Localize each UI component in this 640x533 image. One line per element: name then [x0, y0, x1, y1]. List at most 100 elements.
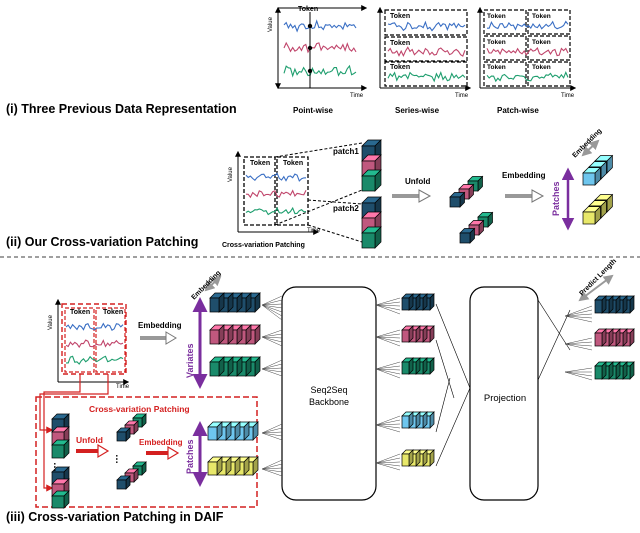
fan-out-final-2-1 [564, 341, 593, 345]
fan-in-4-0 [261, 423, 283, 434]
embedding-dim-arrow-ii [581, 139, 600, 157]
variate-bar-1-cell-0 [209, 292, 225, 313]
pointwise-series-blue [283, 19, 357, 33]
pred-bar-3-cell-0-front [594, 365, 603, 380]
cvp-patch-box-1 [243, 156, 276, 226]
serieswise-token-box-1 [384, 36, 468, 62]
fan-out-1-0 [375, 297, 401, 306]
embedding-label-iii: Embedding [138, 321, 182, 330]
iii-patch-stack-2-cell-2-front [51, 495, 65, 509]
fan-in-2-2 [261, 336, 283, 339]
value-label-iii: Value [48, 314, 54, 330]
time-label-patch: Time [561, 93, 575, 99]
red-connector-1 [43, 374, 81, 492]
embedding-dim-arrow-iii [204, 275, 222, 292]
fan-out-final-1-0 [564, 305, 593, 317]
fan-out-1-4 [375, 304, 401, 315]
unfold-token-iii-2-cell-0-front [116, 479, 127, 490]
variate-bar-3-cell-0-front [209, 361, 220, 377]
serieswise-series-blue [387, 20, 466, 32]
seq2seq-label-1: Seq2Seq [310, 385, 347, 395]
fan-out-3-1 [375, 365, 401, 370]
fan-out-5-2 [375, 461, 401, 464]
seq2seq-label-2: Backbone [309, 397, 349, 407]
embedding-arrow-iii-red-head [167, 445, 180, 461]
embedding-arrow-ii-head [531, 189, 545, 203]
mid-bar-2-cell-0 [401, 325, 414, 343]
embedding-label-ii: Embedding [502, 171, 546, 180]
time-label-pointwise: Time [350, 93, 364, 99]
patch2-stack-cell-2 [361, 226, 382, 249]
iii-patch-stack-2-cell-2 [51, 490, 70, 509]
fan-out-final-2-3 [564, 343, 593, 351]
patchwise-series-red [486, 46, 569, 57]
caption-part2: (ii) Our Cross-variation Patching [6, 235, 198, 249]
fan-out-2-0 [375, 329, 401, 338]
unfold-arrow-iii-head [97, 443, 110, 459]
fan-in-1-3 [261, 304, 283, 309]
patchwise-token-box-2 [483, 35, 527, 61]
fan-out-final-2-2 [564, 343, 593, 347]
patchwise-token-box-1 [527, 9, 571, 35]
unfold-token-ii-2-cell-0 [459, 227, 476, 244]
embedded-token-ii-1-cell-0 [582, 166, 602, 186]
variate-bar-2-cell-0-front [209, 329, 220, 345]
pred-bar-2-cell-0 [594, 328, 607, 347]
patch2-leader-bottom [307, 224, 363, 243]
fan-out-5-0 [375, 453, 401, 464]
projection-label: Projection [484, 393, 526, 404]
fan-out-4-4 [375, 424, 401, 433]
embedding-arrow-iii-head [165, 331, 177, 345]
fan-out-5-1 [375, 457, 401, 464]
patches-label-ii: Patches [551, 181, 561, 216]
token-label-iii-2: Token [103, 309, 123, 316]
iii-series-red [65, 339, 124, 349]
fan-in-5-1 [261, 463, 283, 470]
pointwise-token-dot-1 [307, 45, 313, 51]
patchwise-series-blue [487, 20, 569, 31]
cross-line-3 [435, 339, 455, 399]
patchwise-token-box-3 [527, 35, 571, 61]
iii-series-green [66, 355, 124, 365]
fan-out-3-3 [375, 368, 401, 375]
patch-bar-lightblue-cell-0-front [207, 426, 218, 441]
iii-patch-stack-1-cell-2-front [51, 444, 65, 459]
token-label-patch-4: Token [532, 39, 551, 46]
pointwise-token-dot-0 [307, 23, 313, 29]
fan-out-1-2 [375, 304, 401, 307]
unfold-token-ii-1-cell-0 [449, 191, 466, 208]
patch-bar-yellow-cell-0-front [207, 461, 218, 476]
pointwise-token-dot-2 [307, 68, 313, 74]
unfold-token-iii-1-cell-0 [116, 427, 131, 442]
fan-in-2-4 [261, 336, 283, 347]
cvp-series-blue [245, 172, 307, 182]
value-label-cvp: Value [228, 166, 234, 182]
fan-in-1-0 [261, 295, 283, 306]
pred-bar-2-cell-0-front [594, 332, 603, 347]
unfold-token-iii-1-cell-0-front [116, 431, 127, 442]
fan-out-final-1-4 [564, 315, 593, 323]
serieswise-series-red [387, 46, 466, 57]
fan-in-3-0 [261, 359, 283, 370]
token-label-cvp-2: Token [283, 160, 303, 167]
token-label-series-2: Token [390, 40, 410, 47]
fan-out-2-1 [375, 333, 401, 338]
fan-out-5-3 [375, 462, 401, 467]
out-cross-2 [537, 309, 571, 381]
mid-bar-5-cell-0 [401, 449, 414, 467]
fan-in-3-3 [261, 368, 283, 373]
cvp-module-box [35, 396, 258, 508]
unfold-label-iii: Unfold [76, 435, 103, 445]
embedding-label-iii-red: Embedding [139, 438, 183, 447]
fan-out-5-4 [375, 462, 401, 471]
fan-out-2-3 [375, 336, 401, 343]
patches-label-iii: Patches [185, 439, 195, 474]
mid-bar-1-cell-0 [401, 293, 414, 311]
patch2-label: patch2 [333, 204, 359, 213]
embedding-rot-label-ii: Embedding [571, 128, 603, 160]
pred-bar-1-cell-0-front [594, 299, 603, 314]
patchwise-token-box-4 [483, 61, 527, 87]
variate-bar-1-cell-0-front [209, 297, 220, 313]
fan-in-2-3 [261, 336, 283, 343]
